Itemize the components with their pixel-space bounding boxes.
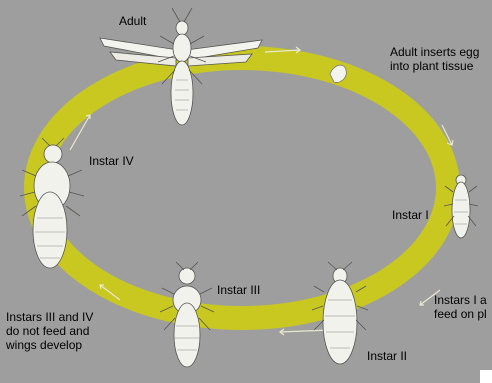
label-instar-1: Instar I — [392, 208, 429, 222]
label-adult: Adult — [119, 14, 146, 28]
label-instar-2: Instar II — [367, 349, 407, 363]
label-instar-4: Instar IV — [89, 154, 134, 168]
label-instars-3-4-no-feeding: Instars III and IV do not feed and wings… — [6, 310, 93, 352]
corner-patch — [480, 370, 492, 383]
label-instars-1-2-feeding: Instars I a feed on pl — [434, 293, 487, 321]
label-adult-inserts-egg: Adult inserts egg into plant tissue — [390, 45, 479, 73]
cycle-ring — [36, 58, 448, 318]
label-instar-3: Instar III — [217, 283, 260, 297]
